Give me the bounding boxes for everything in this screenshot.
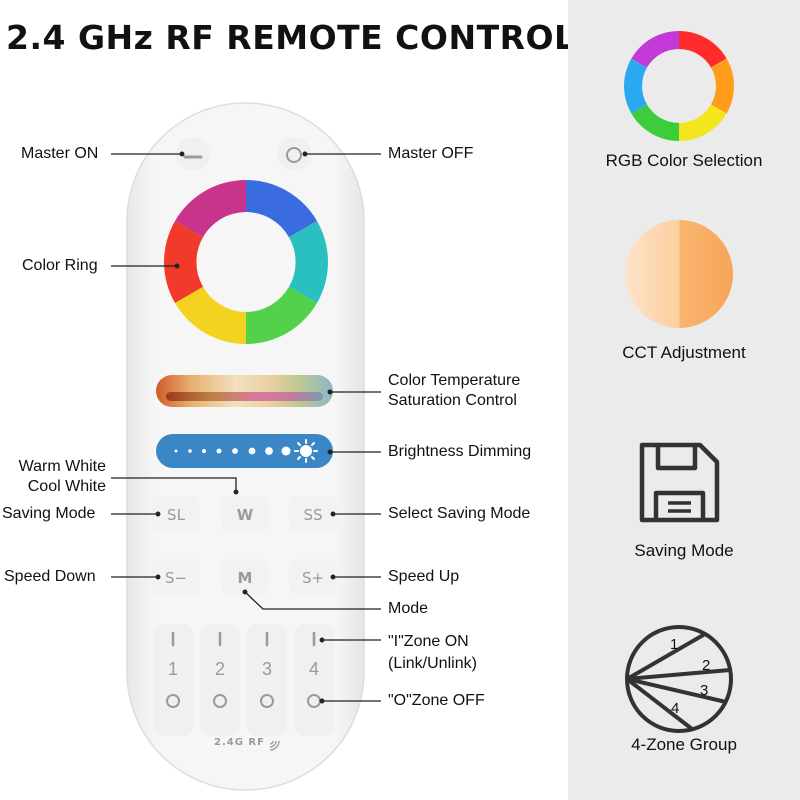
zone-icon-number: 4 <box>671 700 680 717</box>
zone-icon-number: 2 <box>702 657 711 674</box>
cct-gradient-icon <box>625 220 733 328</box>
sl-button[interactable] <box>152 496 200 532</box>
feature-label-zone: 4-Zone Group <box>631 735 737 754</box>
floppy-disk-icon <box>639 442 720 523</box>
feature-label-cct: CCT Adjustment <box>622 343 746 362</box>
color-temperature-slider[interactable] <box>156 375 333 407</box>
zone-1-label: 1 <box>167 659 178 679</box>
feature-icons <box>624 31 734 733</box>
speed-up-button-label: S+ <box>301 569 325 587</box>
callout-speed-down: Speed Down <box>4 568 96 585</box>
callout-speed-up: Speed Up <box>388 568 460 585</box>
callout-cool-white: Cool White <box>27 478 106 495</box>
w-button[interactable] <box>221 496 269 532</box>
zone-4-label: 4 <box>308 659 319 679</box>
zone-group-icon <box>625 625 733 733</box>
callout-saturation-control: Saturation Control <box>388 392 517 409</box>
mode-button-label: M <box>237 569 253 587</box>
callout-color-ring: Color Ring <box>22 257 98 274</box>
speed-down-button[interactable] <box>152 559 200 595</box>
callout-saving-mode: Saving Mode <box>2 505 96 522</box>
callout-brightness: Brightness Dimming <box>388 443 532 460</box>
callout-master-on: Master ON <box>21 145 99 162</box>
callout-mode: Mode <box>388 600 429 617</box>
master-on-button[interactable] <box>176 137 210 171</box>
zone-4-pad[interactable] <box>294 624 334 736</box>
speed-up-button[interactable] <box>289 559 337 595</box>
feature-panel: 1 2 3 4 RGB Color Selection CCT Adjustme… <box>568 0 800 800</box>
zone-3-label: 3 <box>261 659 272 679</box>
callout-zone-off: "O"Zone OFF <box>388 692 485 709</box>
page-title: 2.4 GHz RF REMOTE CONTROL <box>6 18 576 57</box>
zone-1-pad[interactable] <box>153 624 193 736</box>
color-ring[interactable] <box>164 180 328 344</box>
feature-label-rgb: RGB Color Selection <box>605 151 763 170</box>
mode-button[interactable] <box>221 559 269 595</box>
ss-button-label: SS <box>303 506 323 524</box>
feature-label-saving: Saving Mode <box>634 541 734 560</box>
zone-3-off-icon[interactable] <box>260 694 274 708</box>
brightness-slider[interactable] <box>156 434 333 468</box>
rf-wave-icon <box>269 740 280 751</box>
speed-down-button-label: S− <box>164 569 188 587</box>
callout-link-unlink: (Link/Unlink) <box>388 655 477 672</box>
zone-1-off-icon[interactable] <box>166 694 180 708</box>
sl-button-label: SL <box>167 506 185 524</box>
callout-select-saving-mode: Select Saving Mode <box>388 505 531 522</box>
remote-graphic <box>111 102 381 791</box>
w-button-label: W <box>236 506 254 524</box>
callout-master-off: Master OFF <box>388 145 474 162</box>
rf-logo: 2.4G RF <box>214 737 265 748</box>
zone-3-pad[interactable] <box>247 624 287 736</box>
callout-lines <box>111 151 381 704</box>
callout-warm-white: Warm White <box>18 458 106 475</box>
color-wheel-icon <box>624 31 734 141</box>
zone-2-label: 2 <box>214 659 225 679</box>
callout-color-temperature: Color Temperature <box>388 372 521 389</box>
callout-zone-on: "I"Zone ON <box>388 633 469 650</box>
zone-icon-number: 3 <box>700 682 709 699</box>
zone-icon-number: 1 <box>670 636 679 653</box>
zone-2-pad[interactable] <box>200 624 240 736</box>
ss-button[interactable] <box>289 496 337 532</box>
zone-2-off-icon[interactable] <box>213 694 227 708</box>
master-off-button[interactable] <box>277 137 311 171</box>
sun-icon <box>294 439 318 463</box>
